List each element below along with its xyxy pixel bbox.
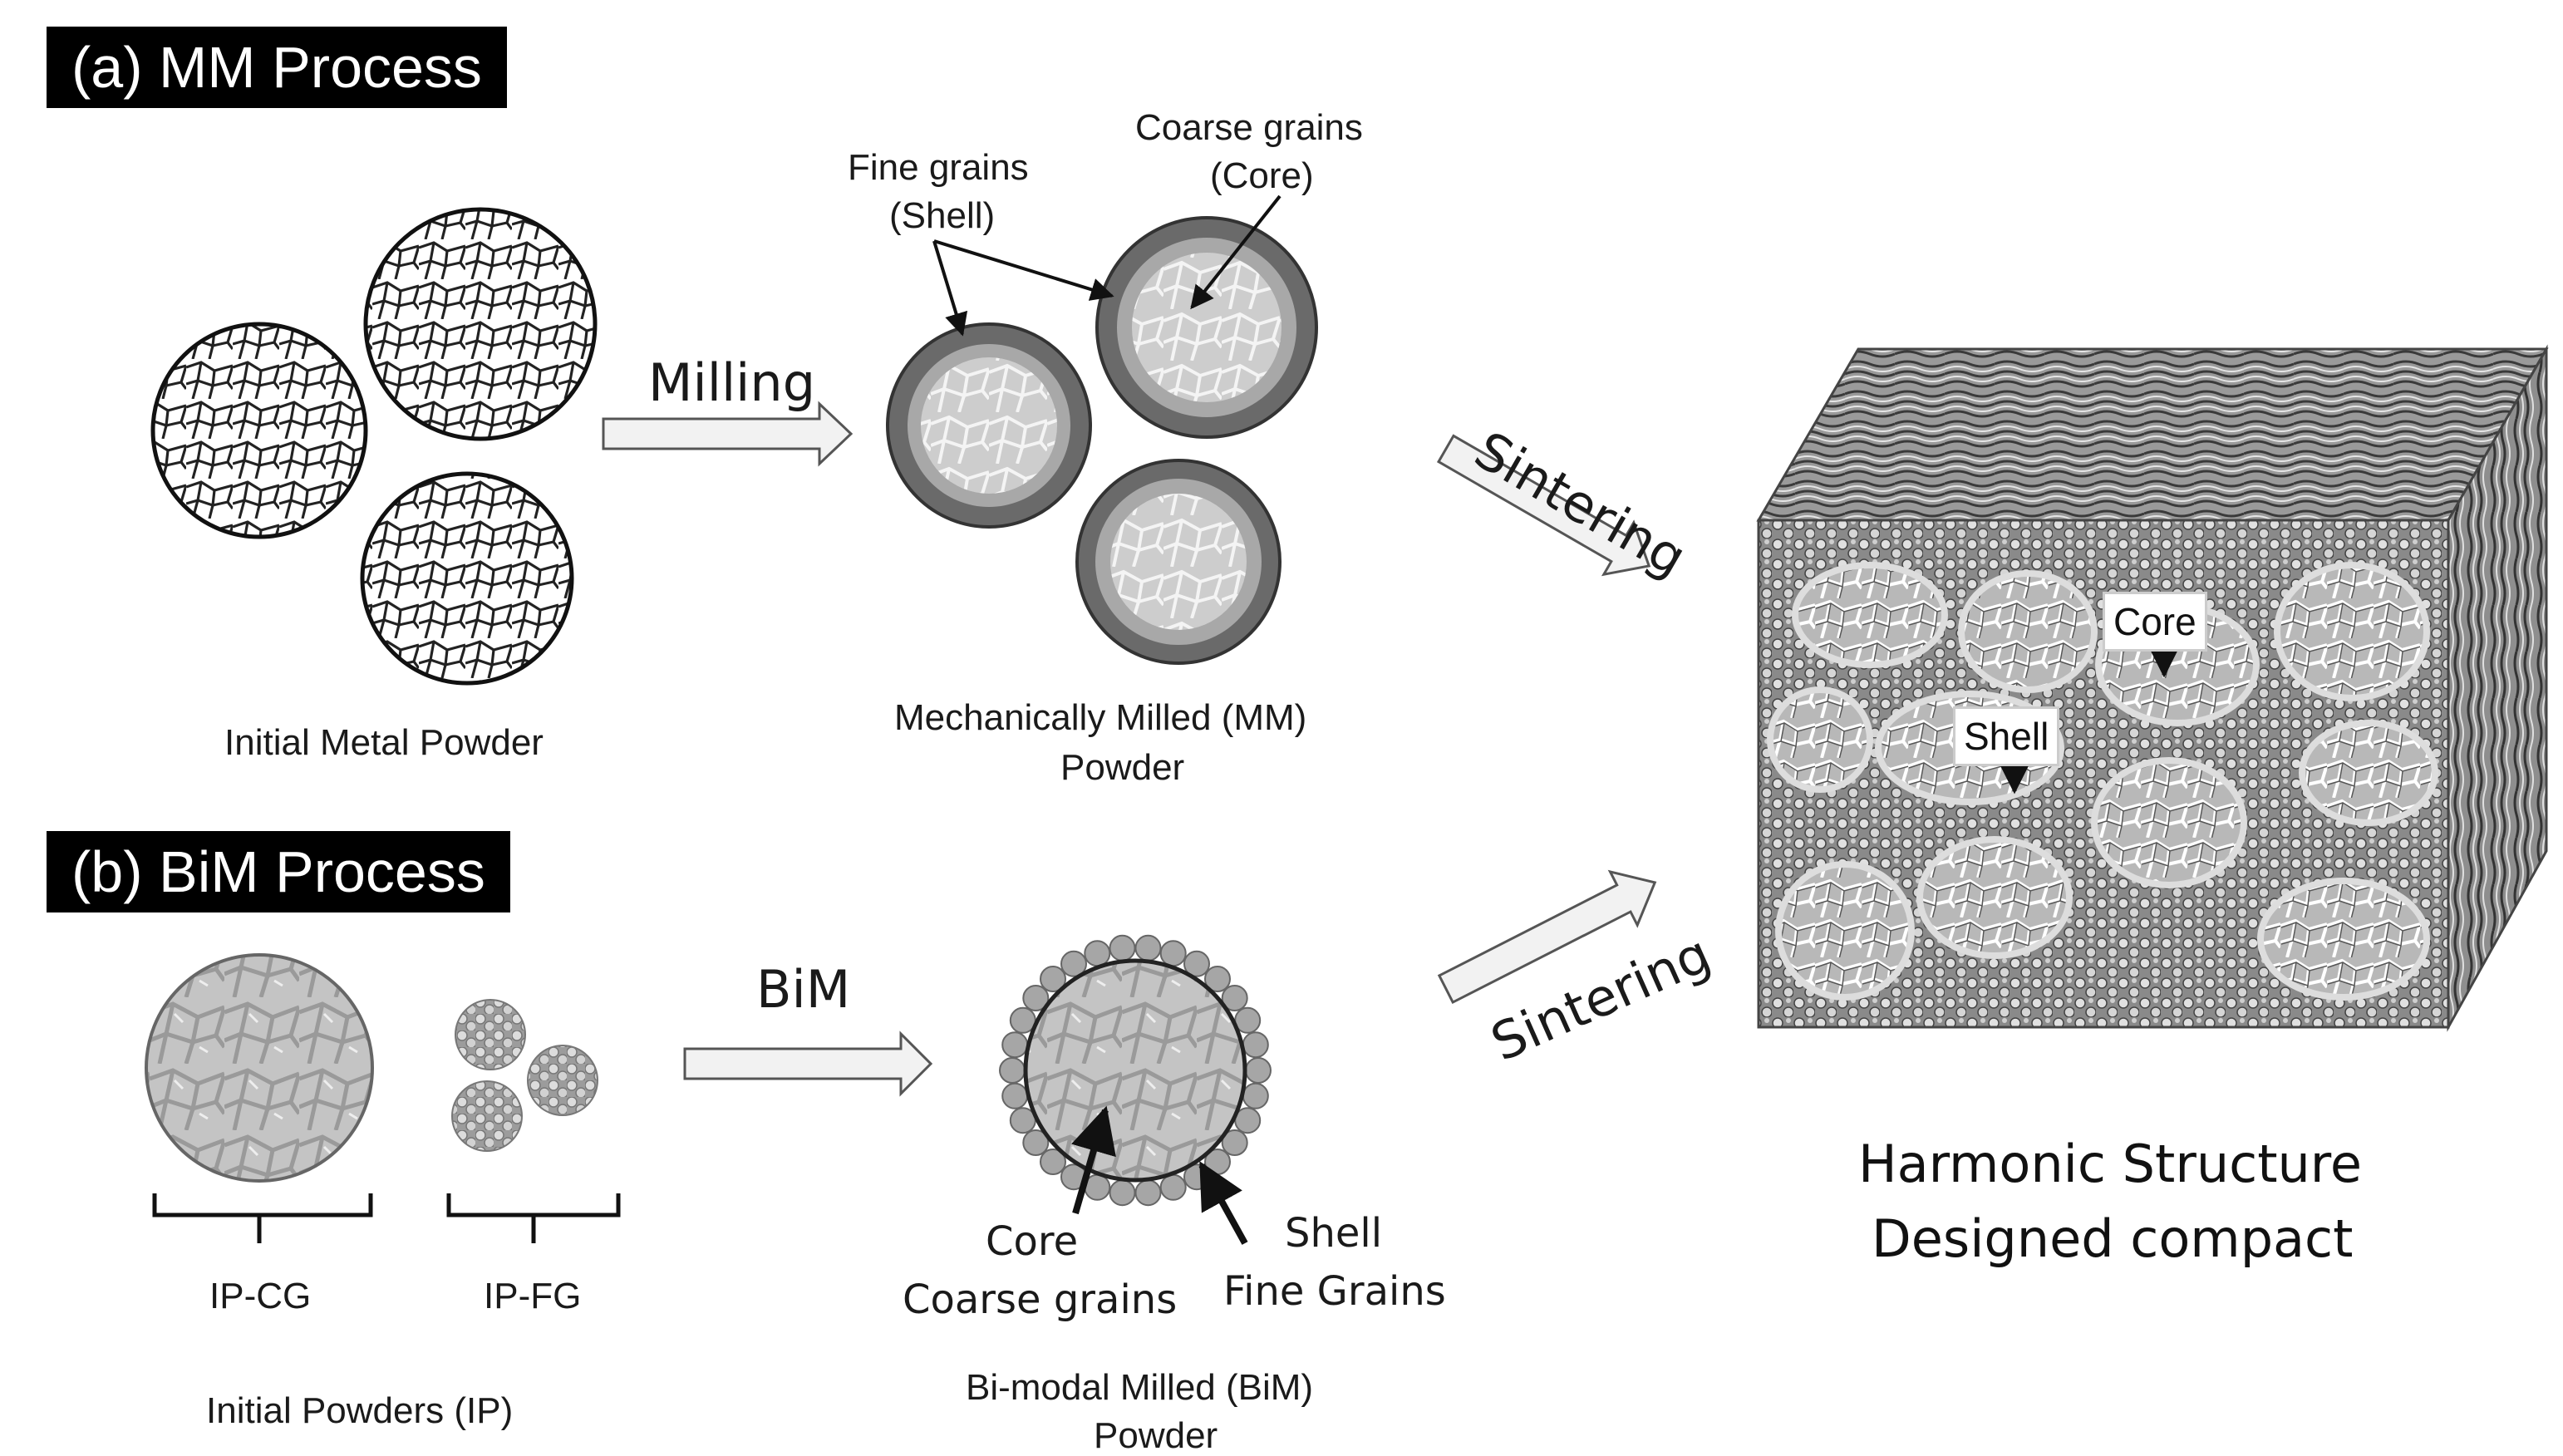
metal-powder-particle [363, 207, 598, 441]
shell-label: Shell [1285, 1210, 1383, 1257]
shell-fine-grain [1040, 1149, 1066, 1175]
bim-powder-label-2: Powder [1094, 1415, 1218, 1456]
mm-powder-label-2: Powder [1060, 747, 1185, 788]
core-label: Core [986, 1218, 1079, 1265]
bim-label: BiM [756, 959, 851, 1020]
shell-fine-grain [1001, 1031, 1029, 1059]
ip-cg-brace [152, 1193, 373, 1243]
fine-grains-bim-label: Fine Grains [1223, 1268, 1446, 1315]
shell-fine-grain [1134, 934, 1162, 962]
coarse-grains-label: Coarse grains [1135, 107, 1363, 148]
ip-cg-label: IP-CG [209, 1276, 312, 1316]
fine-grains-label: Fine grains [848, 147, 1029, 188]
shell-pointer [1198, 1161, 1248, 1245]
cube-top-face [1756, 347, 2549, 522]
bim-arrow [683, 1031, 933, 1097]
compact-title-line2: Designed compact [1872, 1208, 2354, 1269]
ip-cg-particle [145, 953, 374, 1183]
shell-fine-grain [1221, 1129, 1248, 1156]
mm-particle [886, 322, 1092, 529]
metal-powder-particle [150, 322, 368, 539]
fine-grains-pointer [933, 239, 1114, 301]
fine-grains-pointer [932, 240, 968, 337]
sintering-arrow-top [1436, 434, 1651, 577]
mm-powder-label: Mechanically Milled (MM) [894, 697, 1307, 738]
shell-fine-grain [1242, 1031, 1269, 1059]
shell-fine-grain [1109, 1179, 1136, 1207]
bim-particle [999, 934, 1272, 1207]
milling-label: Milling [648, 352, 816, 413]
shell-fine-grain [1109, 934, 1136, 962]
ip-fg-particles [451, 999, 598, 1152]
mm-particle [1075, 459, 1282, 665]
shell-fine-grain [1134, 1179, 1162, 1207]
fine-grains-shell-label: (Shell) [889, 195, 996, 236]
shell-fine-grain [1040, 966, 1066, 992]
coarse-grains-bim-label: Coarse grains [903, 1276, 1178, 1323]
shell-fine-grain [999, 1057, 1026, 1084]
shell-fine-grain [1242, 1082, 1269, 1109]
bim-powder-label: Bi-modal Milled (BiM) [966, 1367, 1314, 1408]
core-pointer [1071, 1105, 1116, 1215]
shell-fine-grain [1001, 1082, 1029, 1109]
harmonic-structure-cube [1756, 344, 2549, 1032]
shell-fine-grain [1245, 1057, 1272, 1084]
shell-fine-grain [1159, 940, 1187, 967]
coarse-grains-pointer [1190, 194, 1282, 310]
shell-fine-grain [1159, 1173, 1187, 1201]
sintering-arrow-bottom [1437, 869, 1657, 1005]
shell-fine-grain [1084, 940, 1111, 967]
fine-particle [455, 999, 526, 1070]
shell-fine-grain [1022, 1129, 1050, 1156]
core-tag: Core [2103, 592, 2207, 652]
ip-fg-brace [446, 1193, 621, 1243]
coarse-grains-core-label: (Core) [1210, 155, 1314, 196]
compact-title-line1: Harmonic Structure [1858, 1134, 2363, 1194]
mm-powder-particles [886, 216, 1318, 665]
shell-fine-grain [1060, 950, 1087, 977]
fine-particle [451, 1080, 523, 1152]
initial-metal-powder-label: Initial Metal Powder [224, 722, 544, 763]
shell-fine-grain [1204, 966, 1231, 992]
shell-fine-grain [1221, 985, 1248, 1011]
initial-metal-powder-particles [150, 207, 598, 686]
mm-particle [1095, 216, 1318, 439]
ip-fg-label: IP-FG [484, 1276, 582, 1316]
bim-process-badge: (b) BiM Process [47, 831, 510, 912]
milling-arrow [602, 401, 854, 467]
initial-powders-label: Initial Powders (IP) [206, 1390, 514, 1431]
fine-particle [527, 1045, 598, 1116]
metal-powder-particle [360, 471, 574, 686]
mm-process-badge: (a) MM Process [47, 27, 507, 108]
shell-fine-grain [1022, 985, 1050, 1011]
shell-tag: Shell [1953, 706, 2060, 766]
shell-fine-grain [1183, 950, 1210, 977]
